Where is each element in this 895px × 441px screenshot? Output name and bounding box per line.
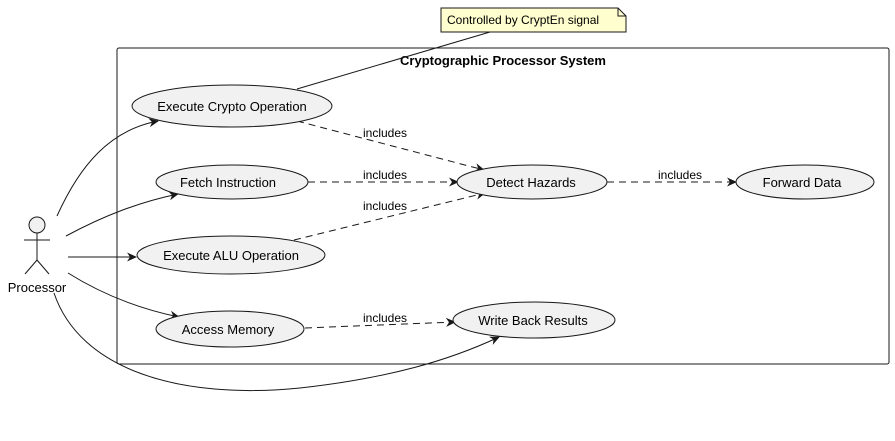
actor-label: Processor — [8, 280, 67, 295]
include-memory-writeback — [304, 317, 456, 329]
assoc-execute-crypto — [56, 118, 159, 217]
usecase-write-back-label: Write Back Results — [478, 313, 588, 328]
usecase-execute-alu[interactable]: Execute ALU Operation — [136, 235, 326, 275]
include-crypto-detect — [296, 120, 485, 173]
actor-processor: Processor — [8, 216, 67, 295]
system-boundary — [116, 47, 890, 365]
system-title: Cryptographic Processor System — [400, 53, 606, 68]
usecase-fetch-instruction-shape — [155, 164, 309, 200]
label-memory-writeback: includes — [363, 311, 407, 325]
usecase-execute-alu-label: Execute ALU Operation — [163, 248, 299, 263]
label-detect-forward: includes — [658, 168, 702, 182]
actor-right-leg — [36, 259, 50, 275]
usecase-execute-crypto-shape — [131, 84, 333, 128]
note-box — [440, 7, 627, 33]
assoc-fetch-instruction — [65, 191, 179, 237]
usecase-detect-hazards-label: Detect Hazards — [486, 175, 576, 190]
include-alu-detect — [293, 190, 486, 241]
usecase-write-back[interactable]: Write Back Results — [452, 301, 616, 339]
actor-left-leg — [24, 259, 38, 275]
usecase-forward-data-label: Forward Data — [763, 175, 843, 190]
usecase-access-memory-shape — [155, 310, 305, 348]
usecase-detect-hazards-shape — [456, 164, 608, 200]
usecase-fetch-instruction[interactable]: Fetch Instruction — [155, 164, 309, 200]
usecase-detect-hazards[interactable]: Detect Hazards — [456, 164, 608, 200]
note-text: Controlled by CryptEn signal — [447, 13, 599, 27]
usecase-fetch-instruction-label: Fetch Instruction — [180, 175, 276, 190]
note: Controlled by CryptEn signal — [440, 7, 627, 33]
assoc-write-back — [53, 292, 500, 391]
usecase-forward-data-shape — [735, 164, 875, 200]
note-fold — [617, 8, 626, 17]
usecase-write-back-shape — [452, 301, 616, 339]
usecase-access-memory[interactable]: Access Memory — [155, 310, 305, 348]
usecase-forward-data[interactable]: Forward Data — [735, 164, 875, 200]
assoc-access-memory — [67, 272, 180, 320]
usecase-execute-crypto-label: Execute Crypto Operation — [157, 99, 307, 114]
note-connector — [296, 31, 491, 90]
label-alu-detect: includes — [363, 199, 407, 213]
actor-head — [28, 216, 46, 234]
usecase-execute-alu-shape — [136, 235, 326, 275]
usecase-access-memory-label: Access Memory — [182, 322, 275, 337]
usecase-execute-crypto[interactable]: Execute Crypto Operation — [131, 84, 333, 128]
label-fetch-detect: includes — [363, 168, 407, 182]
label-crypto-detect: includes — [363, 126, 407, 140]
